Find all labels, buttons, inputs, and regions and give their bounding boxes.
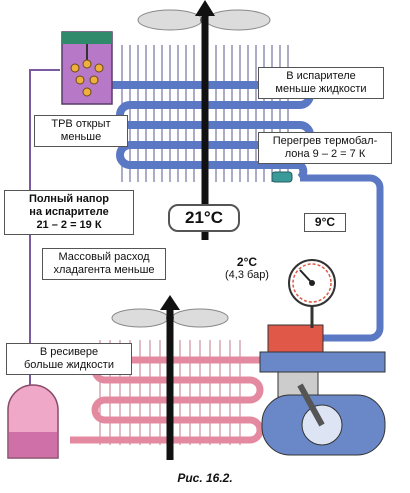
receiver-tank	[7, 384, 59, 459]
airflow-arrow-top	[195, 0, 215, 240]
label-mass-flow: Массовый расход хладагента меньше	[42, 248, 166, 280]
airflow-arrow-bottom	[160, 295, 180, 460]
compressor	[259, 324, 386, 456]
refrigeration-diagram	[7, 0, 386, 460]
txv-valve	[61, 31, 113, 105]
label-superheat: Перегрев термобал- лона 9 – 2 = 7 К	[258, 132, 392, 164]
evaporator-temperature-value: 2°C (4,3 бар)	[225, 255, 269, 282]
label-full-head: Полный напор на испарителе 21 – 2 = 19 К	[4, 190, 134, 235]
suction-line	[300, 174, 384, 342]
evaporator-fins	[121, 45, 289, 182]
thermo-bulb	[271, 171, 293, 183]
bulb-temperature-value: 9°C	[304, 213, 346, 232]
liquid-line	[29, 69, 60, 400]
condenser-fan	[111, 308, 229, 328]
evaporator-coil	[91, 70, 314, 182]
label-receiver-more-liquid: В ресивере больше жидкости	[6, 343, 132, 375]
label-txv-less-open: ТРВ открыт меньше	[34, 115, 128, 147]
air-temperature-value: 21°C	[168, 204, 240, 232]
condenser-coil	[70, 356, 265, 444]
evaporator-fan	[137, 9, 271, 31]
figure-caption: Рис. 16.2.	[177, 471, 233, 485]
label-evaporator-less-liquid: В испарителе меньше жидкости	[258, 67, 384, 99]
pressure-gauge	[288, 259, 336, 328]
